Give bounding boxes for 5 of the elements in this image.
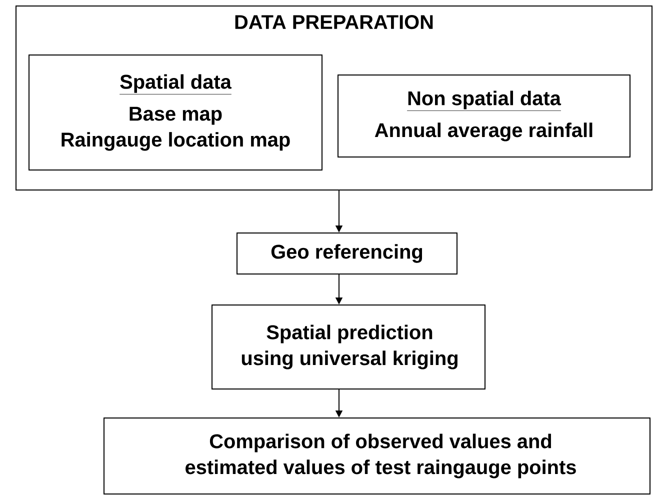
process-box: Spatial data Base map Raingauge location map xyxy=(28,54,322,170)
process-box: Spatial prediction using universal kriging xyxy=(212,304,486,390)
process-box: Geo referencing xyxy=(236,232,458,274)
process-box: Non spatial data Annual average rainfall xyxy=(338,74,630,158)
process-box: Comparison of observed values and estimated values of test raingauge points xyxy=(104,418,650,494)
